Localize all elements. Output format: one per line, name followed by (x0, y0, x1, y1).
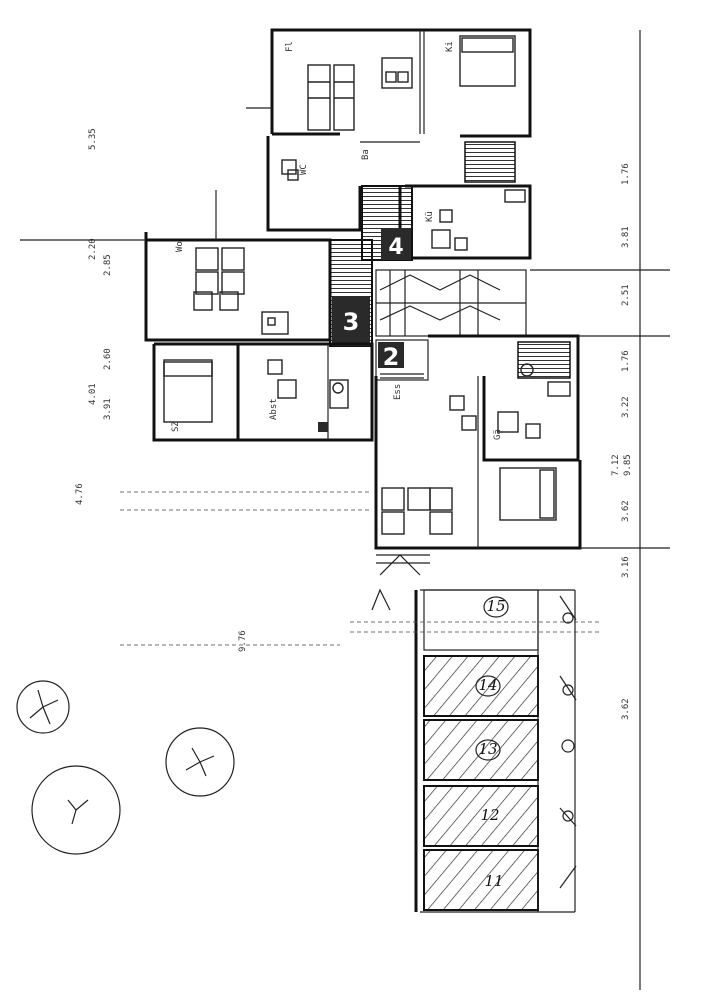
dim-label-1: 2.20 (88, 238, 98, 260)
apartment-right-mid (374, 334, 582, 550)
room-label-4: SZ (171, 421, 181, 432)
stair-3-label: 3 (343, 308, 360, 336)
room-label-7: Gä (493, 429, 503, 440)
parking-15-label: 15 (486, 597, 505, 615)
stair-runs (375, 269, 527, 337)
dim-label-15: 3.81 (621, 226, 631, 248)
parking-11-label: 11 (484, 872, 503, 890)
dim-label-12: 2.60 (103, 348, 113, 370)
apartment-left-wing (144, 232, 332, 342)
room-label-2: Wo (175, 241, 185, 252)
room-label-5: Kü (425, 211, 435, 222)
apartment-lower-left (152, 342, 374, 442)
stair-3: 3 (329, 239, 373, 347)
parking-12-label: 12 (480, 806, 499, 824)
dim-label-11: 2.85 (103, 254, 113, 276)
site-lines (20, 30, 670, 990)
room-label-9: WC (299, 164, 309, 175)
dim-label-10: 4.76 (75, 483, 85, 505)
room-labels: Fl Ki Wo Ba SZ Kü Ess Gä Abst WC (171, 41, 503, 440)
dim-label-6: 9.85 (623, 454, 633, 476)
stair-2: 2 (375, 339, 429, 381)
dim-label-8: 2.51 (621, 284, 631, 306)
parking-13-label: 13 (478, 740, 497, 758)
room-label-3: Ba (361, 149, 371, 160)
room-label-6: Ess (393, 384, 403, 400)
entrance-steps (371, 554, 430, 611)
dim-label-0: 5.35 (88, 128, 98, 150)
room-label-8: Abst (269, 398, 279, 420)
room-label-1: Ki (445, 41, 455, 52)
apartment-top (270, 28, 532, 203)
dim-label-5: 7.12 (611, 454, 621, 476)
dim-label-17: 3.62 (621, 698, 631, 720)
dim-label-7: 3.16 (621, 556, 631, 578)
trees (16, 680, 235, 855)
dim-label-9: 3.91 (103, 398, 113, 420)
stair-4-label: 4 (388, 235, 403, 260)
dim-label-13: 1.76 (621, 163, 631, 185)
dim-label-4: 3.62 (621, 500, 631, 522)
dimension-annotations: 5.35 2.20 3.22 1.76 3.62 7.12 9.85 3.16 … (75, 128, 633, 720)
stair-2-label: 2 (383, 343, 400, 371)
dim-label-2: 3.22 (621, 396, 631, 418)
room-label-0: Fl (285, 41, 295, 52)
parking-14-label: 14 (478, 676, 497, 694)
dim-label-14: 4.01 (88, 383, 98, 405)
dim-label-16: 9.76 (238, 630, 248, 652)
parking-area: 15 14 13 12 11 (414, 589, 577, 913)
dim-label-3: 1.76 (621, 350, 631, 372)
